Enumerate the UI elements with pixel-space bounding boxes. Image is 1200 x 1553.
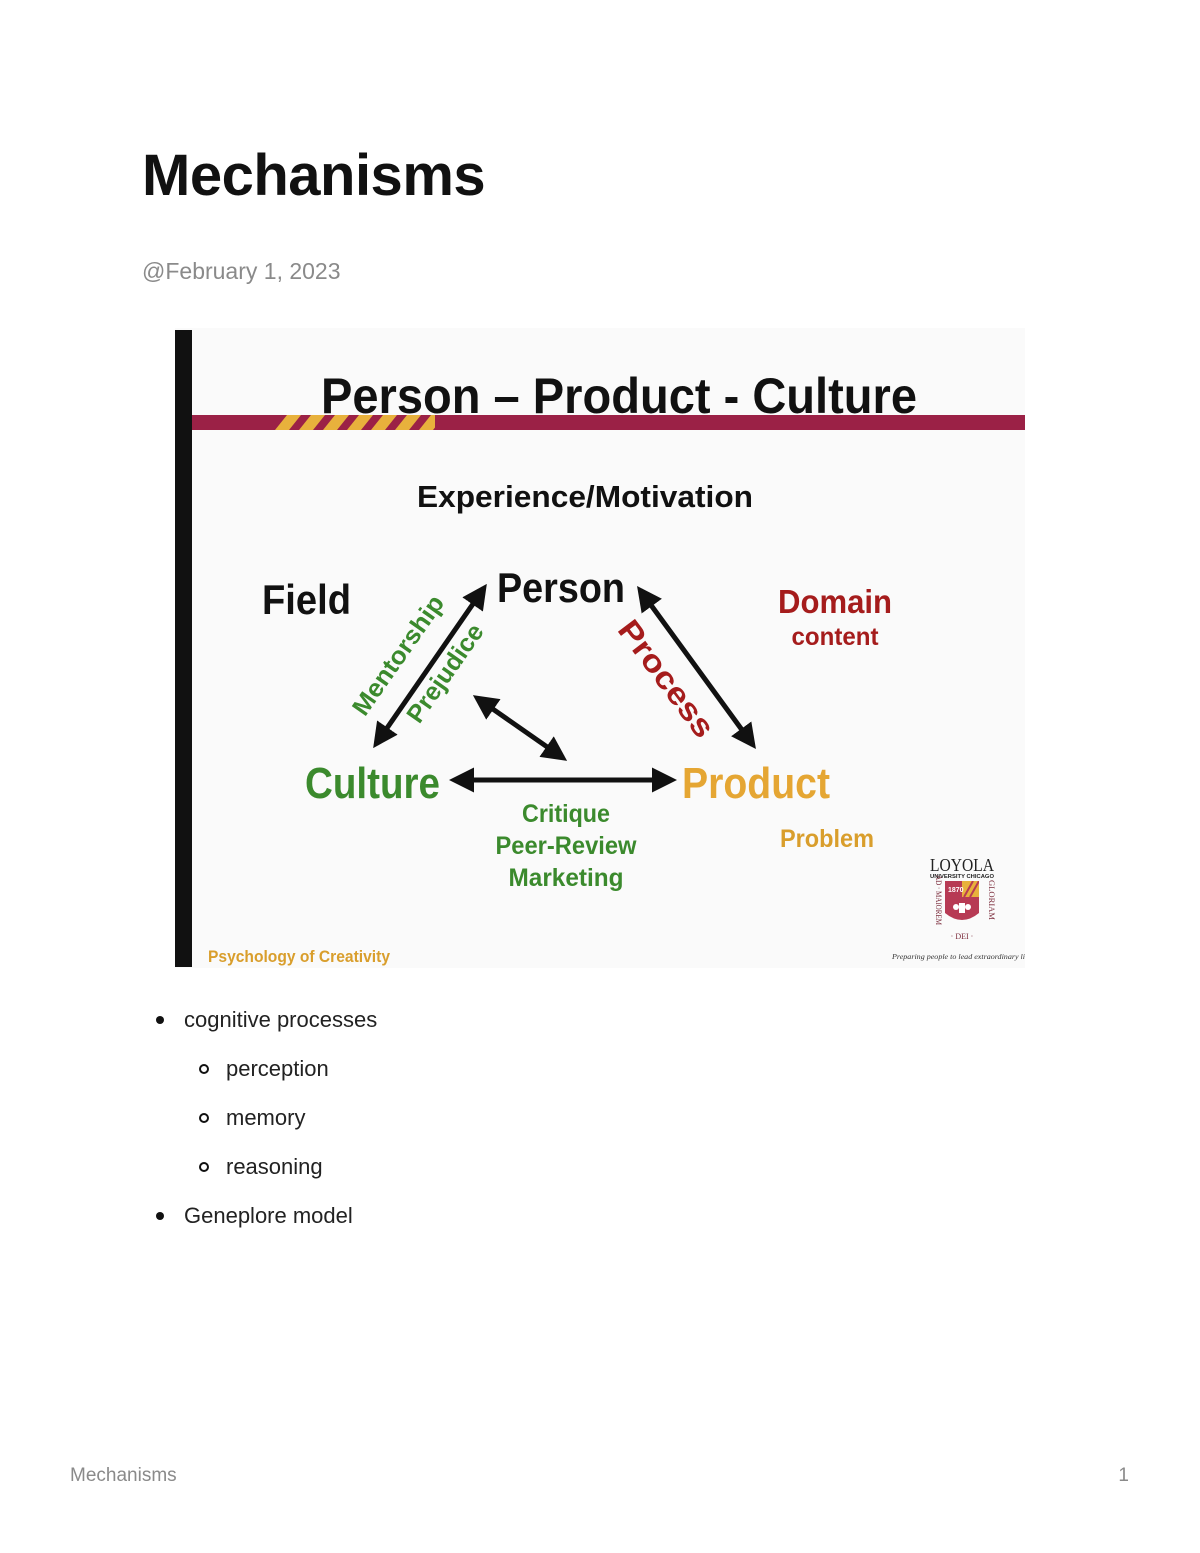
- slide-image: Person – Product - Culture Experience/Mo…: [175, 328, 1025, 968]
- arrow-diagonal-center: [472, 695, 568, 761]
- culture-label: Culture: [305, 759, 440, 808]
- field-label: Field: [262, 576, 351, 623]
- list-item: reasoning: [155, 1151, 377, 1200]
- page-date: @February 1, 2023: [142, 258, 341, 284]
- person-label: Person: [497, 564, 625, 611]
- loyola-subtext: UNIVERSITY CHICAGO: [930, 874, 994, 880]
- list-item: perception: [155, 1053, 377, 1102]
- page-title: Mechanisms: [142, 143, 486, 208]
- list-item: cognitive processes: [155, 1004, 377, 1053]
- crest-year: 1870: [948, 887, 964, 894]
- loyola-wordmark: LOYOLA: [930, 855, 994, 875]
- sub-list: perception memory reasoning: [155, 1053, 377, 1200]
- critique-line: Critique: [522, 800, 610, 828]
- sub-list-container: perception memory reasoning: [155, 1053, 377, 1200]
- list-item: memory: [155, 1102, 377, 1151]
- gold-stripes: [275, 415, 435, 430]
- crest-motto-left: AD · MAIOREM: [934, 875, 943, 925]
- domain-label: Domain: [778, 583, 892, 620]
- footer-doc-title: Mechanisms: [70, 1465, 177, 1486]
- peer-review-line: Peer-Review: [496, 832, 638, 860]
- loyola-logo: LOYOLA UNIVERSITY CHICAGO 1870 AD · MAIO…: [891, 855, 1025, 961]
- footer-page-number: 1: [1118, 1465, 1129, 1486]
- slide-title: Person – Product - Culture: [321, 368, 917, 424]
- bullet-list: cognitive processes perception memory re…: [155, 1004, 377, 1249]
- arrow-person-culture: [373, 583, 487, 749]
- experience-motivation-label: Experience/Motivation: [417, 479, 753, 514]
- crest-motto-bottom: · DEI ·: [951, 932, 974, 941]
- domain-content-label: content: [792, 623, 880, 651]
- slide-left-bar: [175, 330, 192, 967]
- list-item: Geneplore model: [155, 1200, 377, 1249]
- psychology-of-creativity-label: Psychology of Creativity: [208, 947, 390, 966]
- crest-motto-right: GLORIAM: [987, 880, 996, 920]
- marketing-line: Marketing: [509, 864, 624, 892]
- product-label: Product: [682, 759, 830, 808]
- loyola-tagline: Preparing people to lead extraordinary l…: [891, 953, 1025, 961]
- problem-label: Problem: [780, 825, 874, 853]
- arrow-person-product: [637, 585, 756, 750]
- loyola-crest: 1870: [945, 881, 979, 920]
